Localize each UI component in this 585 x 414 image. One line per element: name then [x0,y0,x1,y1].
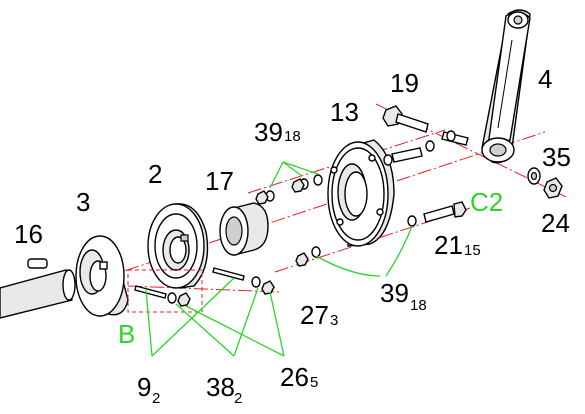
washer-38a [167,292,177,304]
bolt-21 [407,201,467,227]
pin-axis [127,285,281,293]
flange-plate-13 [327,139,395,247]
nut-24 [543,177,563,199]
label-9: 9 [137,372,151,402]
bolt-19 [382,105,469,146]
label-13: 13 [330,97,359,127]
pin-9b [212,267,245,281]
leader-lines [145,161,413,357]
label-9-sub: 2 [152,390,160,407]
label-27: 27 [300,300,329,330]
label-4: 4 [538,64,552,94]
bushing-17 [219,202,269,256]
label-39-bottom: 39 [380,278,409,308]
nut-26a [177,292,191,307]
label-2: 2 [148,159,162,189]
label-38-sub: 2 [234,390,242,407]
label-26-sub: 5 [310,374,318,391]
upper-fastener-set [255,140,435,205]
lower-fastener-set [295,246,321,267]
label-27-sub: 3 [330,312,338,329]
part-labels: 16 3 2 17 13 39 18 19 4 35 24 21 15 39 1… [14,64,571,407]
label-detail-c2: C2 [470,187,503,217]
label-3: 3 [76,187,90,217]
label-24: 24 [541,208,570,238]
label-35: 35 [542,142,571,172]
pin-9a [134,285,167,299]
label-21: 21 [434,230,463,260]
label-16: 16 [14,219,43,249]
arm-4 [481,9,531,164]
washer-38b [251,276,261,288]
label-39-bottom-sub: 18 [410,297,427,314]
pulley-2 [147,203,209,289]
flange-3 [75,235,129,317]
key-16 [27,258,48,269]
label-19: 19 [390,68,419,98]
label-26: 26 [280,362,309,392]
detail-box-b [127,269,203,313]
nut-26b [261,280,275,295]
label-21-sub: 15 [464,242,481,259]
label-38: 38 [206,372,235,402]
washer-35 [527,167,541,185]
label-17: 17 [205,166,234,196]
label-39-top: 39 [254,117,283,147]
label-39-top-sub: 18 [284,128,301,145]
shaft [0,269,76,319]
upper-bolt-axis [247,129,446,194]
label-detail-b: B [118,319,135,349]
